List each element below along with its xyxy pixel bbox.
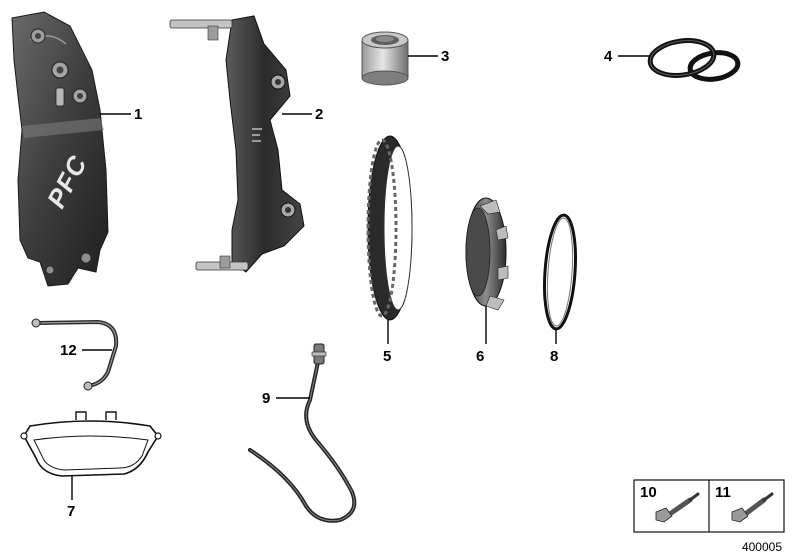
callout-2: 2 bbox=[315, 106, 323, 123]
brake-pad bbox=[20, 411, 162, 477]
callout-11: 11 bbox=[715, 484, 731, 501]
bleed-valve-box bbox=[633, 479, 785, 533]
callout-5: 5 bbox=[383, 348, 391, 365]
caliper-piston bbox=[361, 31, 409, 86]
callout-9: 9 bbox=[262, 390, 270, 407]
callout-numbers: 1 2 3 4 5 6 7 8 9 10 11 12 bbox=[60, 48, 731, 520]
callout-3: 3 bbox=[441, 48, 449, 65]
diagram-id: 400005 bbox=[741, 540, 782, 554]
brake-caliper: PFC bbox=[11, 11, 109, 287]
callout-4: 4 bbox=[604, 48, 613, 65]
brake-disc bbox=[366, 135, 413, 321]
bracket-pin-top bbox=[169, 19, 233, 41]
callout-6: 6 bbox=[476, 348, 484, 365]
wear-sensor-cable bbox=[248, 343, 357, 523]
bleed-valve-11 bbox=[731, 492, 774, 523]
callout-10: 10 bbox=[640, 484, 657, 501]
callout-12: 12 bbox=[60, 342, 77, 359]
brake-pipe bbox=[31, 318, 119, 391]
caliper-bracket bbox=[169, 15, 305, 273]
callout-7: 7 bbox=[67, 503, 75, 520]
callout-1: 1 bbox=[134, 106, 142, 123]
disc-carrier bbox=[465, 197, 509, 311]
callout-8: 8 bbox=[550, 348, 558, 365]
leader-lines bbox=[71, 55, 650, 500]
bleed-valve-10 bbox=[655, 492, 700, 523]
bracket-pin-bottom bbox=[195, 255, 249, 271]
o-ring bbox=[543, 213, 577, 331]
piston-seal-rings bbox=[647, 38, 741, 82]
